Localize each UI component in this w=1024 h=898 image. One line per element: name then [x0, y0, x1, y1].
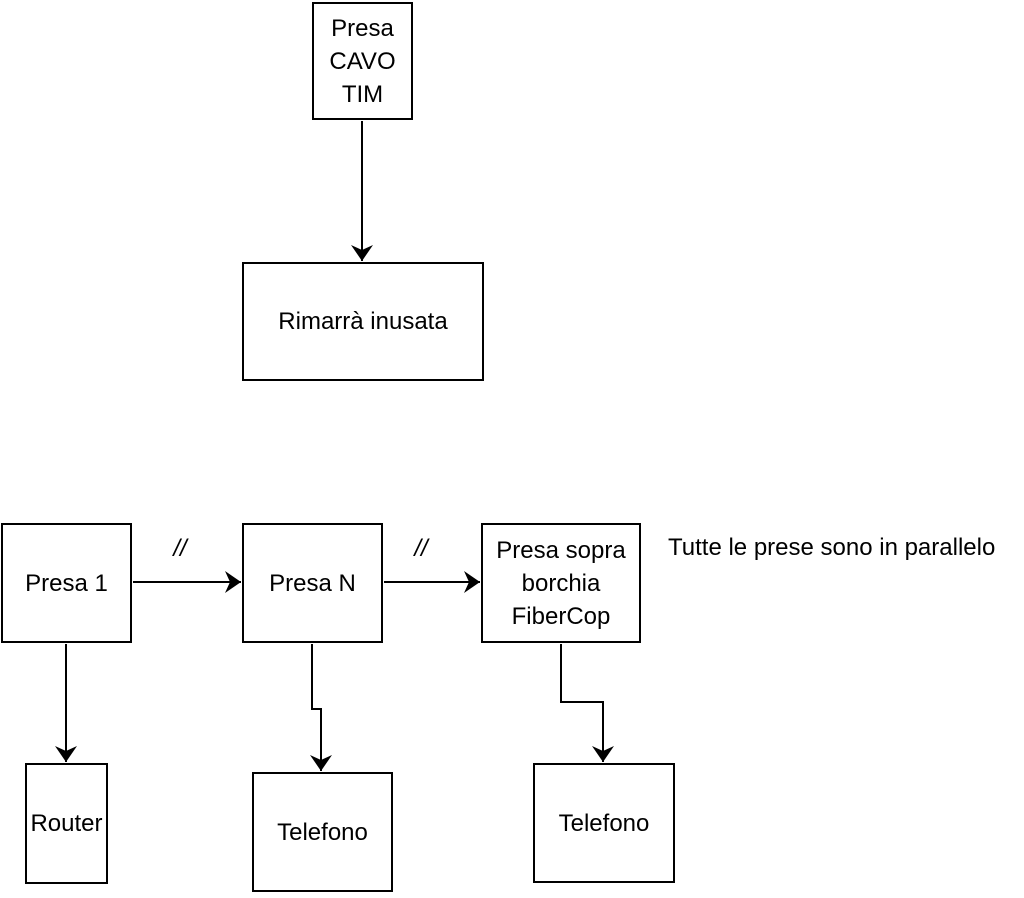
node-router: Router	[25, 763, 108, 884]
node-presa-fibercop: Presa sopra borchia FiberCop	[481, 523, 641, 643]
node-presa-n: Presa N	[242, 523, 383, 643]
node-telefono-centro: Telefono	[252, 772, 393, 892]
parallel-note: Tutte le prese sono in parallelo	[668, 534, 996, 561]
edge-fibercop-to-telefono-destra	[560, 644, 614, 762]
node-rimarra-inusata: Rimarrà inusata	[242, 262, 484, 381]
edge-label-parallel-1: //	[173, 535, 187, 562]
node-presa-cavo-tim: Presa CAVO TIM	[312, 2, 413, 120]
edge-label-parallel-2: //	[414, 535, 428, 562]
edge-presaN-to-telefono-centro	[310, 644, 332, 771]
node-telefono-destra: Telefono	[533, 763, 675, 883]
node-presa-1: Presa 1	[1, 523, 132, 643]
